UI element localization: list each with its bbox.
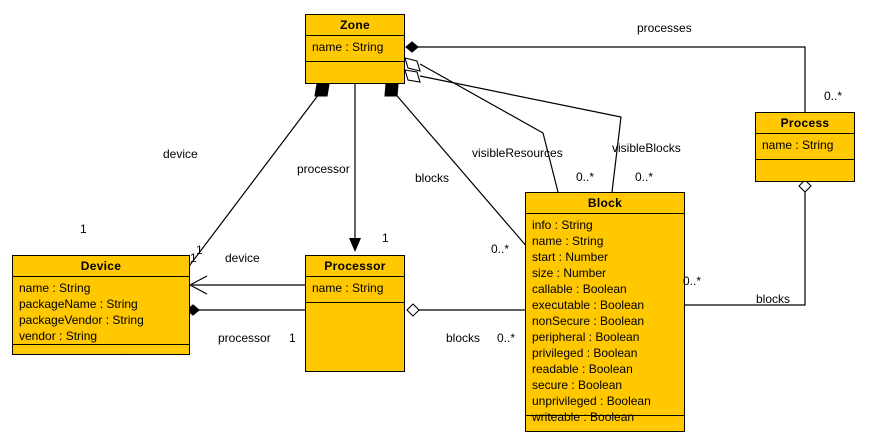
attribute: packageVendor : String — [19, 313, 144, 327]
attribute: start : Number — [532, 250, 609, 264]
edge-multiplicity-blocks-from-process: 0..* — [683, 274, 702, 288]
edge-label-device-from-zone: device — [163, 147, 198, 161]
class-zone[interactable]: Zone name : String — [305, 14, 405, 84]
attribute: readable : Boolean — [532, 362, 633, 376]
arrowhead-processor-device — [188, 275, 208, 295]
composition-diamond-device-processor — [186, 304, 200, 316]
class-process-operations — [756, 160, 854, 181]
attribute: nonSecure : Boolean — [532, 314, 645, 328]
edge-label-processor-from-device: processor — [218, 331, 271, 345]
class-device-title: Device — [13, 256, 189, 277]
edge-multiplicity-blocks-from-zone: 0..* — [491, 242, 510, 256]
edge-zone-block-visibleresources — [419, 63, 559, 193]
attribute: unprivileged : Boolean — [532, 394, 651, 408]
class-device-attributes: name : String packageName : String packa… — [13, 277, 189, 345]
attribute: executable : Boolean — [532, 298, 645, 312]
class-processor[interactable]: Processor name : String — [305, 255, 405, 372]
edge-label-processor-from-zone: processor — [297, 162, 350, 176]
edge-multiplicity-device-top: 1 — [196, 243, 203, 257]
class-process-title: Process — [756, 113, 854, 134]
class-process-attributes: name : String — [756, 134, 854, 160]
edge-zone-block-visibleblocks — [419, 75, 622, 193]
class-block-attributes: info : String name : String start : Numb… — [526, 214, 684, 424]
class-block-title: Block — [526, 193, 684, 214]
edge-multiplicity-visible-resources: 0..* — [576, 170, 595, 184]
edge-multiplicity-processor-from-device: 1 — [289, 331, 296, 345]
attribute: writeable : Boolean — [532, 410, 635, 424]
aggregation-diamond-process-blocks — [798, 179, 812, 193]
edge-label-processes: processes — [637, 21, 692, 35]
edge-multiplicity-device-from-zone: 1 — [80, 222, 87, 236]
class-processor-title: Processor — [306, 256, 404, 277]
edge-label-blocks-from-processor: blocks — [446, 331, 481, 345]
aggregation-diamond-zone-visibleresources — [404, 57, 421, 72]
attribute: name : String — [532, 234, 604, 248]
edge-zone-process — [418, 46, 806, 112]
attribute: name : String — [762, 138, 834, 152]
attribute: size : Number — [532, 266, 607, 280]
class-zone-title: Zone — [306, 15, 404, 36]
class-device[interactable]: Device name : String packageName : Strin… — [12, 255, 190, 355]
edge-label-visible-resources: visibleResources — [472, 146, 563, 160]
edge-multiplicity-processes: 0..* — [824, 89, 843, 103]
edge-multiplicity-visible-blocks: 0..* — [635, 170, 654, 184]
class-zone-operations — [306, 62, 404, 83]
edge-multiplicity-device-right: 1 — [190, 251, 197, 265]
arrowhead-zone-processor — [349, 238, 361, 252]
attribute: callable : Boolean — [532, 282, 627, 296]
attribute: name : String — [312, 40, 384, 54]
composition-diamond-zone-device — [314, 83, 330, 97]
edge-label-blocks-from-zone: blocks — [415, 171, 450, 185]
composition-diamond-zone-process — [405, 41, 419, 53]
class-device-operations — [13, 345, 189, 356]
aggregation-diamond-zone-visibleblocks — [404, 69, 421, 83]
edge-multiplicity-processor-from-zone: 1 — [382, 231, 389, 245]
attribute: secure : Boolean — [532, 378, 623, 392]
edge-block-process — [685, 192, 806, 306]
edge-label-device-from-processor: device — [225, 251, 260, 265]
attribute: packageName : String — [19, 297, 138, 311]
aggregation-diamond-processor-blocks — [406, 303, 420, 317]
class-zone-attributes: name : String — [306, 36, 404, 62]
edge-zone-block-blocks — [391, 89, 529, 249]
attribute: peripheral : Boolean — [532, 330, 640, 344]
edge-label-visible-blocks: visibleBlocks — [612, 141, 681, 155]
edge-multiplicity-blocks-from-processor: 0..* — [497, 331, 516, 345]
edge-label-blocks-from-process: blocks — [756, 292, 791, 306]
attribute: name : String — [19, 281, 91, 295]
attribute: privileged : Boolean — [532, 346, 638, 360]
class-processor-attributes: name : String — [306, 277, 404, 303]
attribute: name : String — [312, 281, 384, 295]
class-process[interactable]: Process name : String — [755, 112, 855, 182]
attribute: info : String — [532, 218, 593, 232]
attribute: vendor : String — [19, 329, 98, 343]
class-processor-operations — [306, 303, 404, 371]
class-block[interactable]: Block info : String name : String start … — [525, 192, 685, 432]
composition-diamond-zone-blocks — [384, 83, 399, 97]
